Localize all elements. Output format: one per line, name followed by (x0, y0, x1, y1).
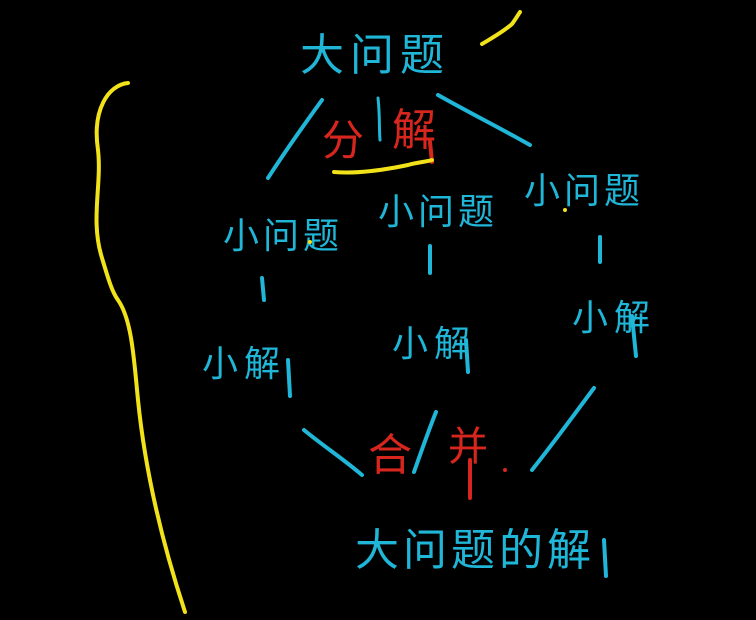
yellow-dot-left (308, 240, 312, 244)
left-brace (94, 81, 187, 614)
yellow-dot-right (563, 208, 567, 212)
merge-left-line (302, 428, 364, 477)
connector-left (260, 276, 266, 302)
sub-solution-left-tail (286, 358, 292, 398)
top-yellow-mark (480, 10, 522, 46)
sub-solution-right-label: 小解 (572, 298, 656, 339)
red-dot (503, 468, 507, 472)
merge-right-line (530, 386, 596, 472)
divide-right-line (436, 93, 532, 147)
sub-problem-left-label: 小问题 (223, 216, 343, 257)
divide-center-line (376, 96, 382, 142)
divide-left-line (266, 98, 324, 180)
sub-problem-right-label: 小问题 (524, 171, 644, 212)
sub-problem-middle-label: 小问题 (378, 192, 498, 233)
combine-char: 合 (368, 430, 412, 481)
final-solution-tail (602, 538, 608, 578)
sub-solution-left-label: 小解 (202, 344, 286, 385)
divide-char: 分 (322, 116, 364, 165)
merge-center-line (412, 410, 438, 474)
sub-solution-middle-tail (464, 338, 470, 374)
divide-yellow-underline (332, 158, 434, 175)
sub-solution-middle-label: 小解 (392, 324, 476, 365)
sub-solution-right-tail (630, 314, 638, 358)
big-problem-solution-label: 大问题的解 (355, 525, 595, 576)
big-problem-label: 大问题 (300, 30, 450, 81)
